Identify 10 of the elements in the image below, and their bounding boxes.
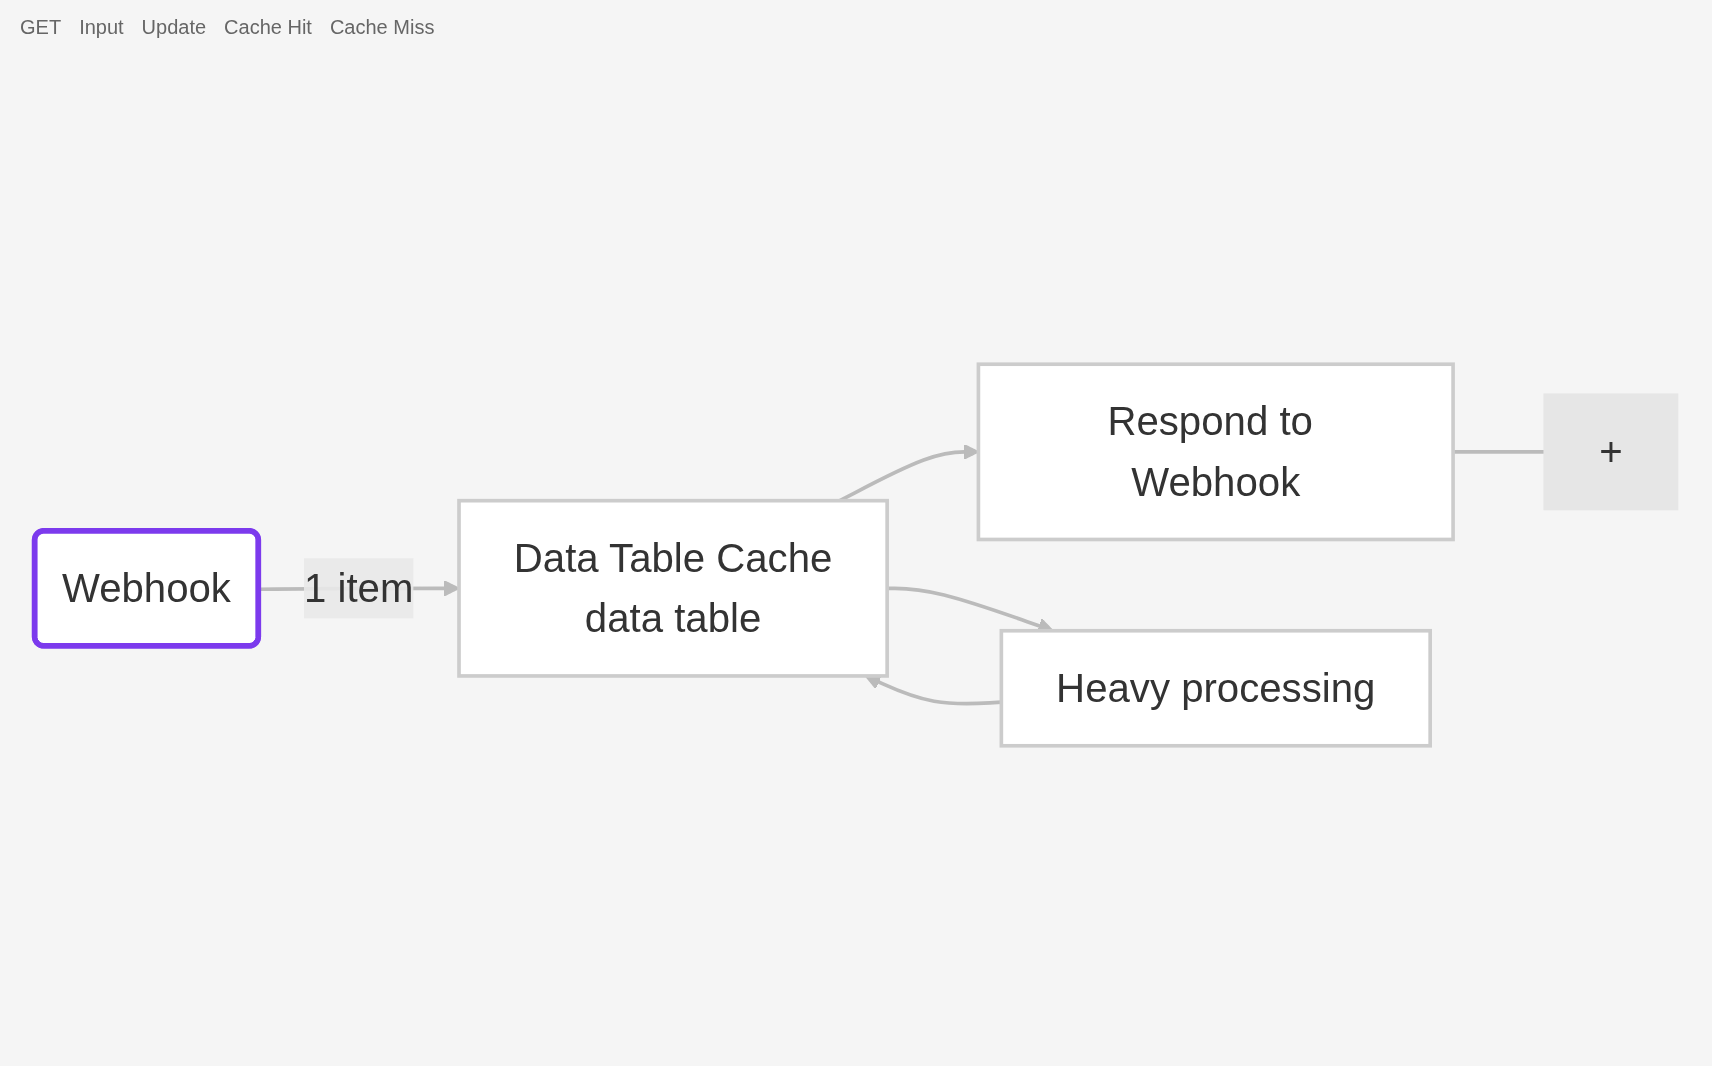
port-label: Cache Hit [224,16,312,39]
node-box: Data Table Cache data table [457,498,889,678]
node-box: Respond to Webhook [976,362,1455,542]
edge-label: 1 item [303,565,414,612]
port-label: GET [20,16,62,39]
node-box: Heavy processing [999,628,1432,748]
port-label: Update [141,16,207,39]
node-box: + [1543,393,1679,511]
port-label: Input [79,16,124,39]
port-label: Cache Miss [329,16,435,39]
